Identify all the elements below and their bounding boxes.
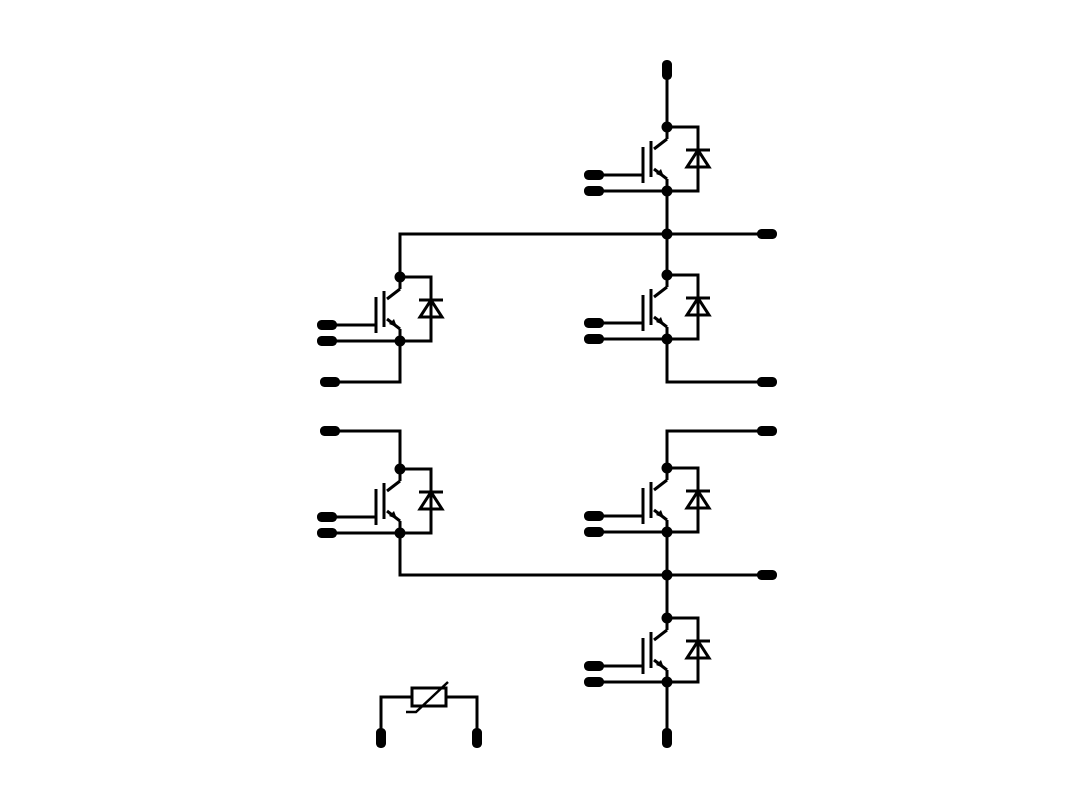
diode-loop xyxy=(667,616,700,684)
terminal-pin xyxy=(317,320,337,330)
diode-loop xyxy=(667,273,700,341)
emitter-arrow xyxy=(656,317,664,325)
terminal-pin xyxy=(317,512,337,522)
diode-loop xyxy=(667,125,700,193)
emitter-arrow xyxy=(656,660,664,668)
collector-diagonal xyxy=(653,628,668,642)
thermistor-slash-icon xyxy=(406,681,449,714)
terminal-pin xyxy=(584,527,604,537)
collector-diagonal xyxy=(653,137,668,151)
igbt-upper-left xyxy=(328,275,445,343)
junction-dot xyxy=(661,269,673,281)
igbt-modules xyxy=(328,125,712,684)
diode-icon xyxy=(417,489,445,511)
terminal-pin xyxy=(584,334,604,344)
ntc-thermistor xyxy=(379,681,479,738)
diode-icon xyxy=(684,638,712,660)
junction-dot xyxy=(661,228,673,240)
terminal-pin xyxy=(584,170,604,180)
junction-dot xyxy=(661,676,673,688)
junction-dot xyxy=(661,333,673,345)
terminal-pin xyxy=(584,661,604,671)
terminal-pin xyxy=(584,318,604,328)
junction-dot xyxy=(394,527,406,539)
diode-loop xyxy=(400,275,433,343)
diode-icon xyxy=(684,147,712,169)
terminal-pin xyxy=(584,511,604,521)
terminal-pin xyxy=(317,528,337,538)
lower-left-emitter-out xyxy=(330,341,402,384)
terminal-pin xyxy=(757,426,777,436)
igbt-lower-left xyxy=(328,467,445,535)
igbt-upper-right xyxy=(595,273,712,341)
igbt-bottom-right xyxy=(595,616,712,684)
diode-icon xyxy=(417,297,445,319)
output-bus-lower xyxy=(398,533,767,577)
diode-loop xyxy=(667,466,700,534)
thermistor-lead-right xyxy=(446,695,479,738)
diode-loop xyxy=(400,467,433,535)
terminal-pin xyxy=(757,570,777,580)
terminal-pin xyxy=(317,336,337,346)
collector-diagonal xyxy=(653,478,668,492)
junction-dot xyxy=(661,612,673,624)
junction-dot xyxy=(394,271,406,283)
emitter-arrow xyxy=(389,319,397,327)
thermistor-lead-left xyxy=(379,695,412,738)
junction-dot xyxy=(661,569,673,581)
lower-left-collector-in xyxy=(330,429,402,469)
junction-dot xyxy=(661,185,673,197)
terminal-pin xyxy=(584,186,604,196)
collector-diagonal xyxy=(653,285,668,299)
terminal-pin xyxy=(320,377,340,387)
emitter-arrow xyxy=(656,510,664,518)
upper-right-emitter-out xyxy=(665,339,767,384)
output-bus-upper xyxy=(398,232,767,277)
thermistor-body-icon xyxy=(410,686,448,708)
junction-dot xyxy=(661,526,673,538)
collector-diagonal xyxy=(386,287,401,301)
terminal-pin xyxy=(662,60,672,80)
junction-dot xyxy=(394,463,406,475)
junctions xyxy=(394,121,673,688)
terminal-pin xyxy=(320,426,340,436)
junction-dot xyxy=(394,335,406,347)
wires xyxy=(330,70,767,738)
emitter-arrow xyxy=(389,511,397,519)
igbt-top-right xyxy=(595,125,712,193)
terminal-pin xyxy=(662,728,672,748)
junction-dot xyxy=(661,121,673,133)
junction-dot xyxy=(661,462,673,474)
emitter-arrow xyxy=(656,169,664,177)
terminal-pin xyxy=(757,229,777,239)
collector-diagonal xyxy=(386,479,401,493)
lower-right-collector-in xyxy=(665,429,767,468)
terminal-pin xyxy=(757,377,777,387)
terminal-pin xyxy=(584,677,604,687)
diode-icon xyxy=(684,488,712,510)
igbt-lower-right xyxy=(595,466,712,534)
diode-icon xyxy=(684,295,712,317)
